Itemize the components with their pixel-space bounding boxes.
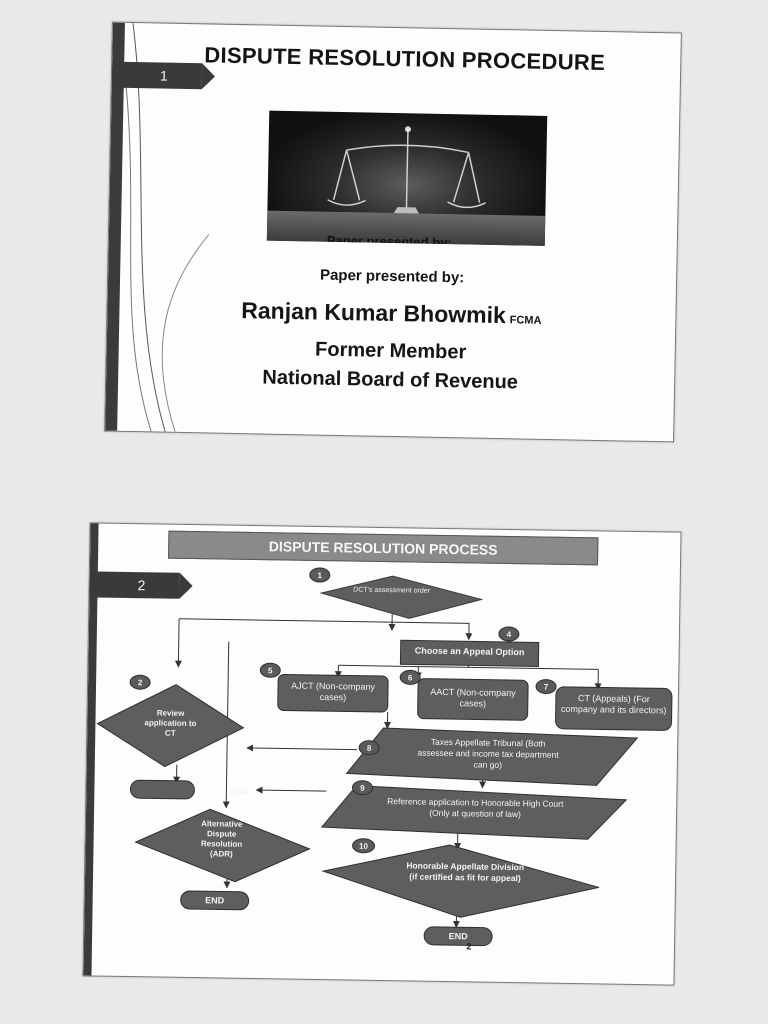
assessment-order-node [319, 575, 484, 619]
step-number-badges [129, 567, 557, 854]
ajct-node [277, 673, 389, 713]
slide-1: 1 DISPUTE RESOLUTION PROCEDURE Paper pre… [104, 21, 682, 443]
adr-node [134, 808, 311, 883]
aact-node [417, 678, 529, 721]
step-5-number: 5 [268, 666, 273, 675]
tribunal-node [345, 727, 639, 786]
end-node-1 [129, 779, 195, 800]
end-label-1: END [229, 786, 249, 796]
appellate-division-label: Honorable Appellate Division (if certifi… [406, 860, 525, 884]
slide-number-tab: 1 [111, 61, 203, 90]
slide-title: DISPUTE RESOLUTION PROCEDURE [204, 42, 606, 76]
aact-label: AACT (Non-company cases) [430, 686, 516, 709]
end-node-3 [423, 926, 493, 947]
review-application-label: Review application to CT [144, 708, 197, 738]
author-credential: FCMA [509, 314, 542, 327]
step-2-number: 2 [138, 678, 143, 687]
scales-of-justice-image: Paper presented by: [266, 110, 548, 246]
step-4-number: 4 [507, 630, 512, 639]
appeal-option-node [399, 639, 540, 667]
tribunal-label: Taxes Appellate Tribunal (Both assessee … [417, 736, 559, 770]
step-7-number: 7 [544, 683, 549, 692]
end-label-2: END [205, 895, 225, 905]
high-court-node [320, 785, 628, 840]
image-caption: Paper presented by: [326, 232, 452, 246]
appeal-option-label: Choose an Appeal Option [414, 645, 525, 658]
appellate-division-node [321, 844, 600, 918]
adr-label: Alternative Dispute Resolution (ADR) [200, 819, 243, 859]
step-1-number: 1 [317, 571, 322, 580]
ajct-label: AJCT (Non-company cases) [291, 680, 376, 703]
step-8-number: 8 [367, 744, 372, 753]
dispute-flowchart: 1 2 4 5 6 7 8 9 10 END END END 2 [96, 567, 673, 951]
ct-appeals-node [555, 686, 673, 731]
author-name-text: Ranjan Kumar Bhowmik [241, 297, 507, 329]
end-node-2 [180, 890, 250, 911]
ct-appeals-label: CT (Appeals) (For company and its direct… [560, 693, 667, 716]
high-court-label: Reference application to Honorable High … [387, 796, 564, 820]
slide-2: 2 DISPUTE RESOLUTION PROCESS [82, 522, 682, 986]
step-10-number: 10 [359, 842, 369, 851]
step-6-number: 6 [408, 673, 413, 682]
end-label-3: END [449, 931, 469, 941]
page-mark: 2 [466, 941, 471, 951]
step-9-number: 9 [360, 784, 365, 793]
assessment-order-label: DCT's assessment order [353, 586, 431, 595]
review-application-node [96, 684, 245, 768]
